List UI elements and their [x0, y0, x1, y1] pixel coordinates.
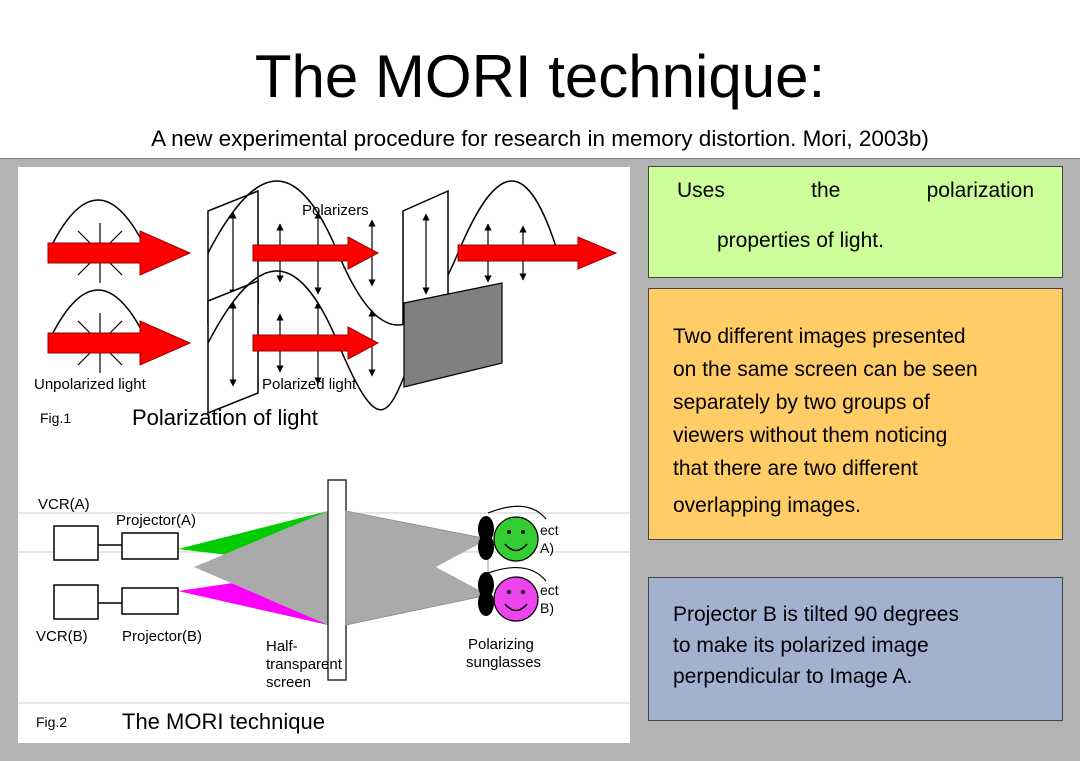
label-screen-3: screen [266, 674, 311, 691]
label-polarized-light: Polarized light [262, 376, 357, 393]
smiley-face-a-icon [493, 516, 539, 562]
label-unpolarized-light: Unpolarized light [34, 376, 147, 393]
sunglasses-icon [478, 516, 494, 616]
blocking-polarizer [403, 282, 503, 388]
fig1-caption-number: Fig.1 [40, 410, 71, 426]
red-arrow [252, 236, 380, 270]
vcr-b-box [53, 584, 99, 620]
box1-word: the [811, 179, 841, 202]
label-screen-1: Half- [266, 638, 298, 655]
box1-word: polarization [926, 179, 1034, 202]
label-subject-a-2: A) [540, 540, 554, 556]
red-arrow [47, 320, 192, 366]
red-arrow [47, 230, 192, 276]
label-glasses-1: Polarizing [468, 636, 534, 653]
polarized-wave-1 [207, 180, 559, 326]
projector-a-box [121, 532, 179, 560]
info-box-projector-b: Projector B is tilted 90 degrees to make… [648, 577, 1063, 721]
projector-b-box [121, 587, 179, 615]
slide-title: The MORI technique: [254, 43, 826, 110]
box2-line: Two different images presented [673, 325, 966, 348]
box2-line: separately by two groups of [673, 391, 930, 414]
vcr-a-box [53, 525, 99, 561]
label-vcr-b: VCR(B) [36, 628, 88, 645]
label-projector-a: Projector(A) [116, 512, 196, 529]
label-subject-b-1: ect [540, 582, 559, 598]
info-box-two-images: Two different images presented on the sa… [648, 288, 1063, 540]
fig2-diagram: ect A) ect B) VCR(A) Projector(A) VCR(B)… [36, 479, 559, 691]
box3-text: Projector B is tilted 90 degrees to make… [673, 599, 1053, 692]
fig2-caption: The MORI technique [122, 709, 325, 734]
slide-subtitle: A new experimental procedure for researc… [151, 126, 929, 151]
fig1-row2: Unpolarized light Polarized light [34, 270, 503, 415]
box2-text: Two different images presented on the sa… [673, 320, 1063, 522]
label-subject-a-1: ect [540, 522, 559, 538]
unpolarized-wave-1 [47, 199, 149, 254]
half-transparent-screen [327, 479, 347, 681]
fig2-caption-number: Fig.2 [36, 714, 67, 730]
box2-line: overlapping images. [673, 494, 861, 517]
label-vcr-a: VCR(A) [38, 496, 90, 513]
fig1-row1: Polarizers [47, 180, 618, 326]
label-subject-b-2: B) [540, 600, 554, 616]
box3-line: Projector B is tilted 90 degrees [673, 603, 959, 626]
gray-beam-left [194, 511, 328, 625]
smiley-face-b-icon [493, 576, 539, 622]
box1-line2: properties of light. [717, 229, 884, 252]
unpolarized-wave-2 [47, 289, 149, 344]
label-polarizers: Polarizers [302, 202, 369, 219]
fig1-caption: Polarization of light [132, 405, 318, 430]
info-box-polarization: Uses the polarization properties of ligh… [648, 166, 1063, 278]
box3-line: perpendicular to Image A. [673, 665, 913, 688]
label-screen-2: transparent [266, 656, 343, 673]
box2-line: that there are two different [673, 457, 918, 480]
box1-line1: Uses the polarization [677, 179, 1034, 203]
box1-word: Uses [677, 179, 725, 202]
red-arrow [457, 236, 618, 270]
gray-beam-right [346, 511, 488, 625]
red-arrow [252, 326, 380, 360]
box2-line: viewers without them noticing [673, 424, 948, 447]
label-glasses-2: sunglasses [466, 654, 541, 671]
label-projector-b: Projector(B) [122, 628, 202, 645]
box2-line: on the same screen can be seen [673, 358, 978, 381]
box3-line: to make its polarized image [673, 634, 929, 657]
mori-figure: Polarizers Unpolarized light Polarized l… [18, 167, 630, 743]
